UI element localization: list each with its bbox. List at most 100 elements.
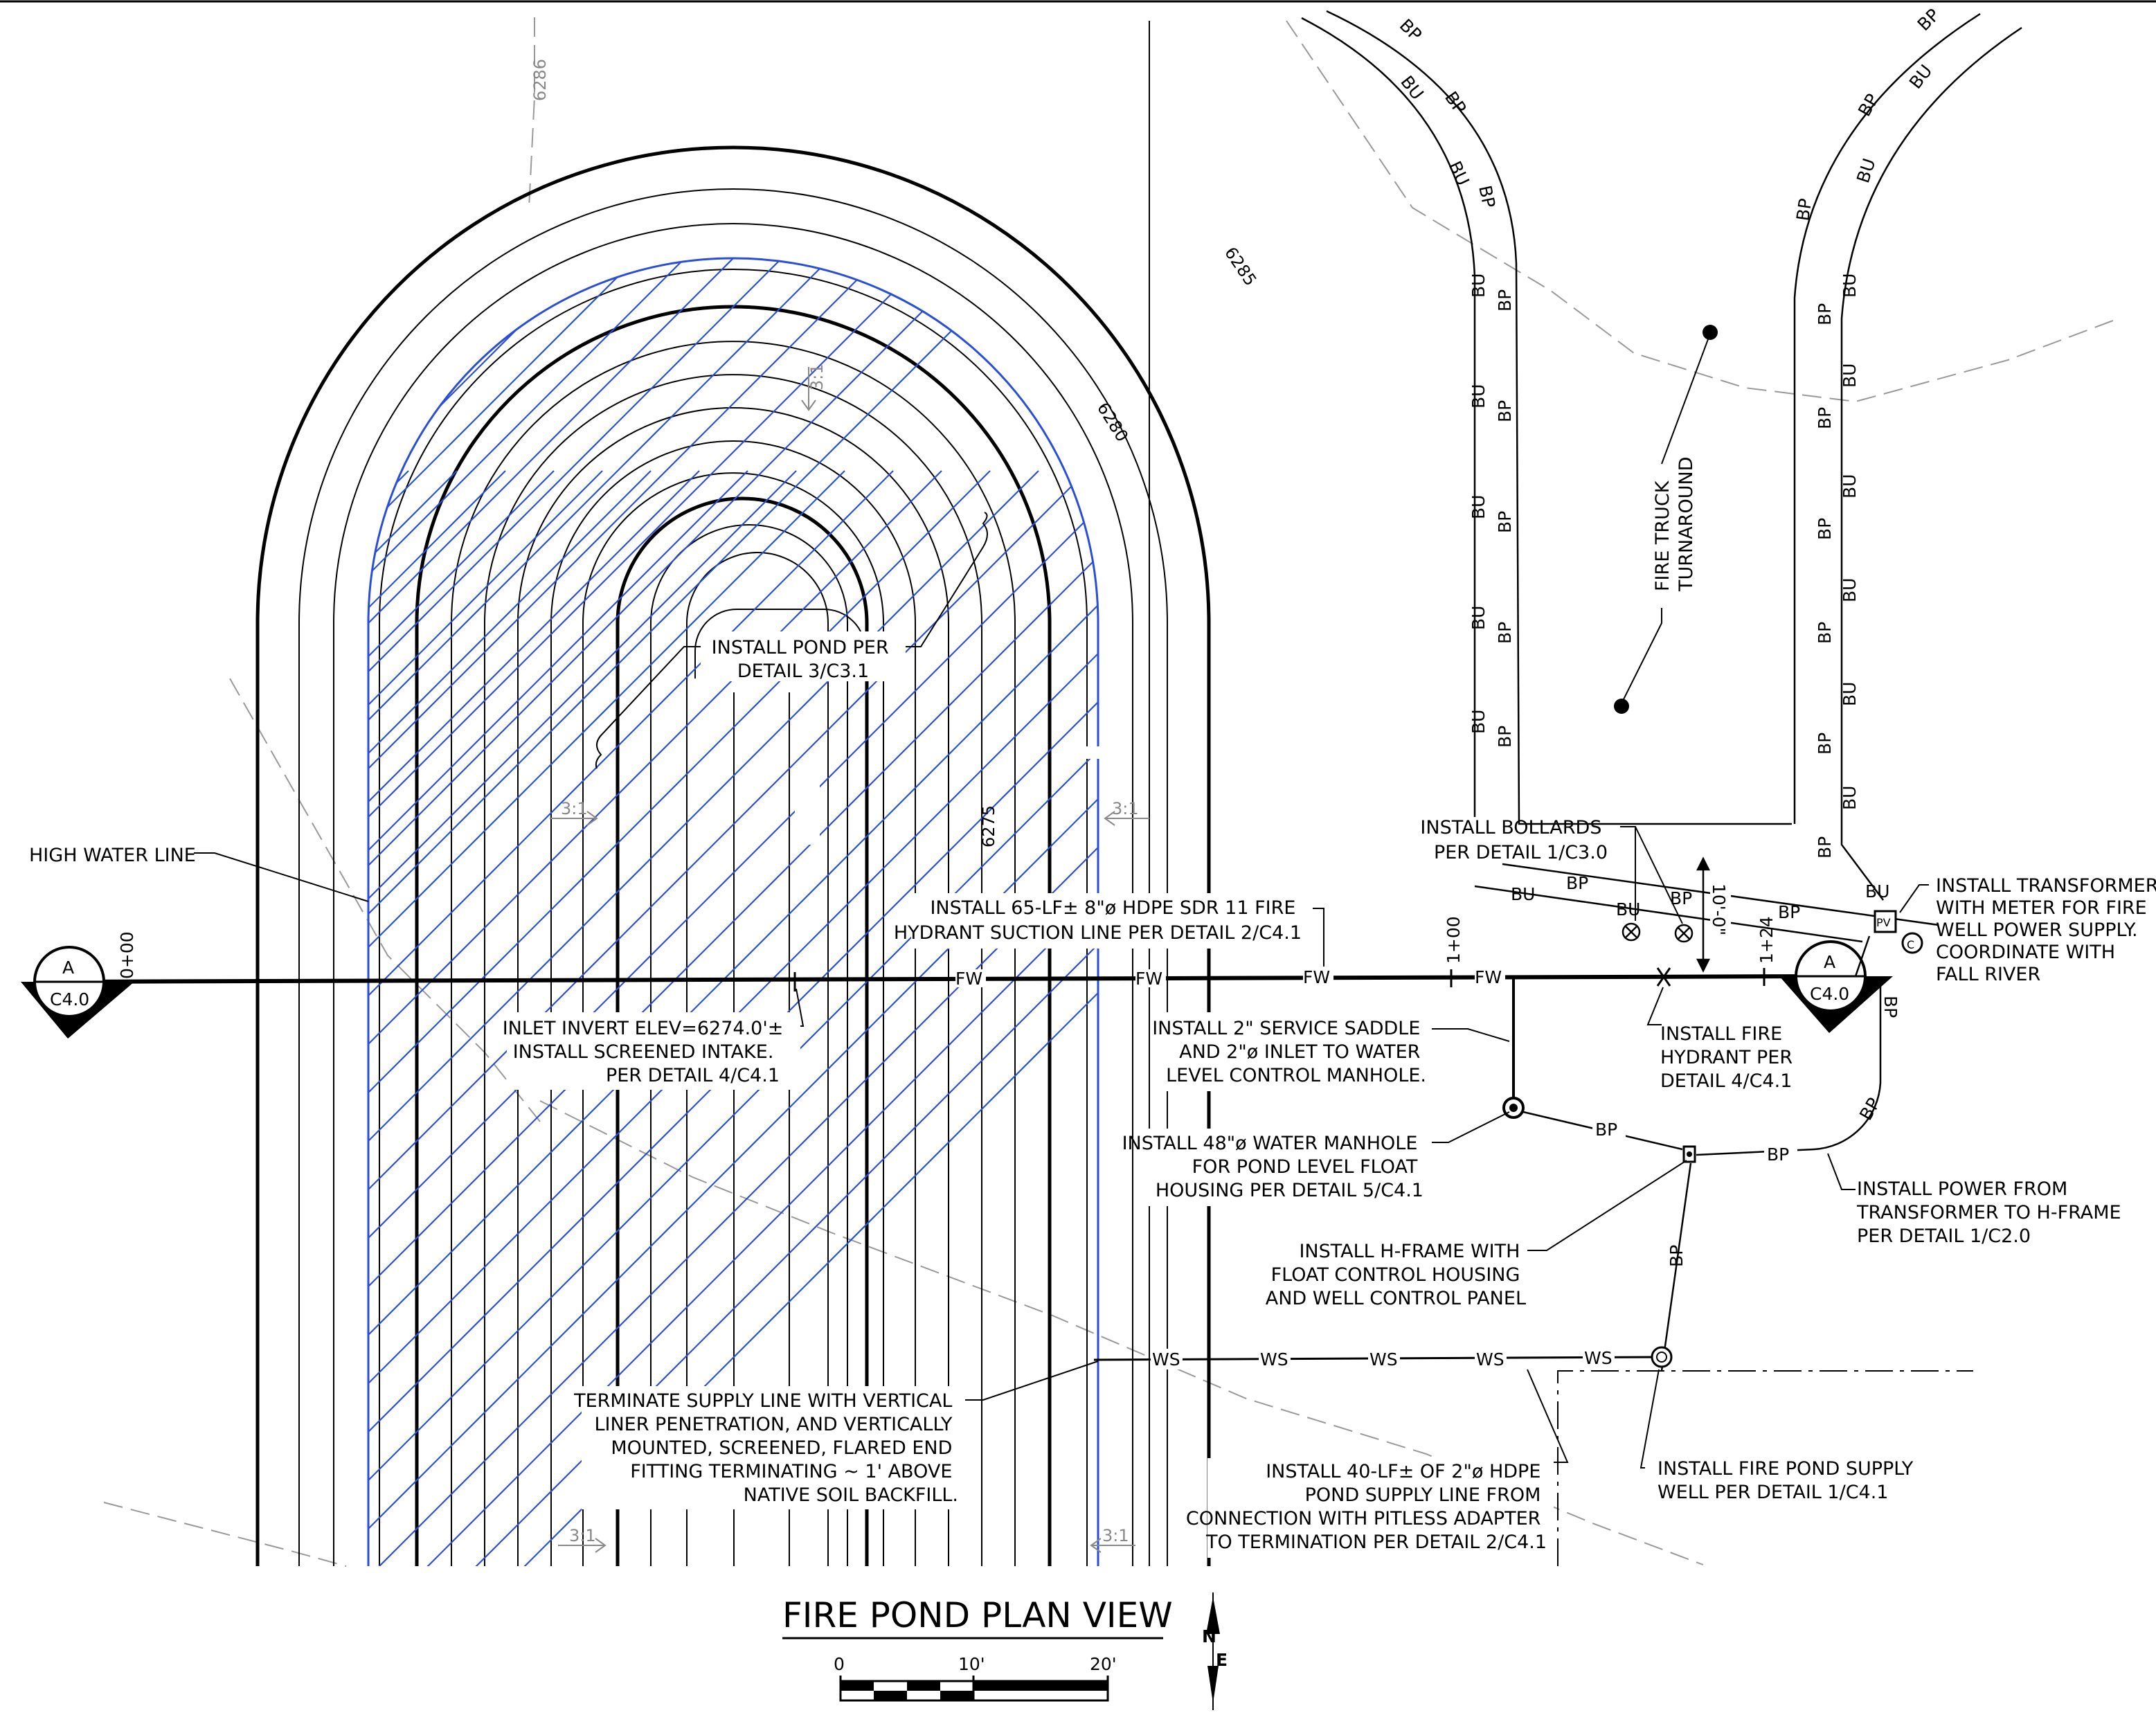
contour-outer [255, 145, 1211, 1566]
c-tag: C [1907, 938, 1914, 951]
slope-labels: 3:1 3:1 3:1 3:1 3:1 [561, 363, 1139, 1545]
water-manhole [1502, 1097, 1525, 1119]
contour-label-6285: 6285 [1221, 244, 1260, 289]
scale-tick-label: 0 [834, 1654, 845, 1674]
note-line: CONNECTION WITH PITLESS ADAPTER [1186, 1508, 1541, 1529]
title-block: FIRE POND PLAN VIEW [782, 1595, 1173, 1640]
bu-tag: BU [1840, 682, 1860, 706]
note-line: FLOAT CONTROL HOUSING [1271, 1264, 1520, 1286]
bf-tag: BP [1914, 5, 1943, 35]
bu-tag: BU [1468, 606, 1489, 630]
stations: 0+00 1+00 1+24 [117, 916, 1777, 979]
note-install-pond: INSTALL POND PER DETAIL 3/C3.1 [712, 637, 895, 682]
note-h-frame: INSTALL H-FRAME WITH FLOAT CONTROL HOUSI… [1266, 1241, 1526, 1309]
note-line: INSTALL TRANSFORMER [1936, 875, 2156, 897]
bp-tag: BP [1815, 407, 1835, 429]
bp-tag: BP [1815, 622, 1835, 644]
bp-tag: BP [1856, 1095, 1884, 1124]
supply-well [1651, 1346, 1673, 1368]
note-line: TERMINATE SUPPLY LINE WITH VERTICAL [573, 1390, 952, 1412]
note-line: INSTALL H-FRAME WITH [1299, 1241, 1520, 1262]
bp-tag: BP [1595, 1120, 1617, 1140]
bp-tag: BP [1854, 91, 1883, 120]
bu-tag: BU [1905, 61, 1937, 93]
bp-tag: BP [1667, 1245, 1687, 1267]
bp-tag: BP [1880, 996, 1901, 1018]
note-suction-line: INSTALL 65-LF± 8"ø HDPE SDR 11 FIRE HYDR… [894, 897, 1302, 944]
existing-ground-lines [103, 17, 2119, 1567]
bollards [1622, 922, 1694, 943]
note-line: INSTALL POWER FROM [1857, 1178, 2067, 1200]
pond-liner [367, 257, 1099, 1566]
east-letter: E [1216, 1650, 1228, 1670]
note-line: INSTALL 48"ø WATER MANHOLE [1122, 1133, 1418, 1154]
note-line: LINER PENETRATION, AND VERTICALLY [594, 1414, 952, 1435]
bu-tag: BU [1840, 474, 1860, 499]
note-line: INSTALL 2" SERVICE SADDLE [1152, 1018, 1420, 1039]
scale-tick-label: 10' [958, 1654, 985, 1674]
note-line: HOUSING PER DETAIL 5/C4.1 [1156, 1180, 1423, 1201]
note-line: FALL RIVER [1936, 964, 2040, 985]
note-line: TRANSFORMER TO H-FRAME [1856, 1202, 2121, 1223]
bp-tag: BP [1815, 518, 1835, 540]
bu-tag: BU [1865, 881, 1889, 901]
note-fire-hydrant: INSTALL FIRE HYDRANT PER DETAIL 4/C4.1 [1660, 1023, 1799, 1092]
drawing-title: FIRE POND PLAN VIEW [782, 1595, 1173, 1635]
note-high-water-line: HIGH WATER LINE [29, 845, 196, 866]
note-line: AND WELL CONTROL PANEL [1266, 1288, 1526, 1309]
note-line: INSTALL FIRE [1660, 1023, 1782, 1045]
note-line: INLET INVERT ELEV=6274.0'± [503, 1018, 784, 1039]
note-line: LEVEL CONTROL MANHOLE. [1166, 1065, 1426, 1086]
bp-tags-lower: BP BP BP BP BP [1592, 996, 1901, 1267]
note-line: TO TERMINATION PER DETAIL 2/C4.1 [1205, 1532, 1547, 1553]
note-line: INSTALL FIRE POND SUPPLY [1658, 1458, 1914, 1480]
water-supply-line: WS WS WS WS WS [1093, 1347, 1662, 1370]
note-line: PER DETAIL 1/C3.0 [1434, 842, 1608, 863]
north-letter: N [1202, 1626, 1216, 1646]
note-line: INSTALL 65-LF± 8"ø HDPE SDR 11 FIRE [930, 897, 1295, 919]
bp-tag: BP [1495, 726, 1515, 748]
turnaround-dot [1614, 699, 1629, 714]
fw-tag: FW [1135, 969, 1162, 989]
annotations: HIGH WATER LINE INSTALL POND PER DETAIL … [29, 457, 2156, 1553]
bu-tag: BU [1616, 899, 1640, 919]
bp-tag: BP [1396, 15, 1426, 45]
bp-tag: BP [1475, 183, 1499, 210]
note-line: INSTALL SCREENED INTAKE. [513, 1041, 774, 1063]
note-line: MOUNTED, SCREENED, FLARED END [611, 1437, 952, 1459]
bu-tag: BU [1840, 578, 1860, 602]
bu-tag: BU [1468, 710, 1489, 734]
bu-tag: BU [1840, 273, 1860, 298]
turnaround-dot [1703, 325, 1718, 340]
note-bollards: INSTALL BOLLARDS PER DETAIL 1/C3.0 [1420, 817, 1608, 863]
bu-tag: BU [1840, 363, 1860, 388]
fire-truck-turnaround-road [1301, 10, 2022, 943]
pond-contours [255, 21, 1211, 1566]
station-label: 1+24 [1757, 916, 1777, 964]
note-line: HYDRANT SUCTION LINE PER DETAIL 2/C4.1 [894, 922, 1302, 944]
fw-tag: FW [955, 969, 982, 989]
contour-label-6286: 6286 [530, 59, 550, 101]
section-marker-left: A C4.0 [21, 946, 134, 1039]
dimension-label: 10'-0" [1709, 883, 1729, 935]
fire-hydrant-suction-line: FW FW FW FW [48, 967, 1829, 991]
note-masks [14, 631, 1554, 1558]
bp-tag: BP [1767, 1144, 1789, 1165]
bp-tag: BP [1495, 622, 1515, 644]
bp-tag: BP [1566, 873, 1588, 893]
bu-tag: BU [1840, 786, 1860, 810]
fw-tag: FW [1475, 967, 1502, 987]
bp-tag: BP [1778, 902, 1800, 922]
slope-label: 3:1 [569, 1526, 596, 1545]
bu-tag: BU [1511, 884, 1535, 904]
note-line: HYDRANT PER [1660, 1047, 1793, 1068]
property-line [1557, 1370, 1973, 1566]
scale-tick-label: 20' [1090, 1654, 1117, 1674]
note-line: POND SUPPLY LINE FROM [1305, 1484, 1541, 1506]
note-line: FITTING TERMINATING ~ 1' ABOVE [630, 1461, 952, 1482]
section-marker-right: A C4.0 [1779, 940, 1893, 1033]
note-line: FIRE TRUCK [1652, 480, 1673, 591]
bp-tag: BP [1495, 511, 1515, 533]
note-service-saddle: INSTALL 2" SERVICE SADDLE AND 2"ø INLET … [1152, 1018, 1426, 1086]
